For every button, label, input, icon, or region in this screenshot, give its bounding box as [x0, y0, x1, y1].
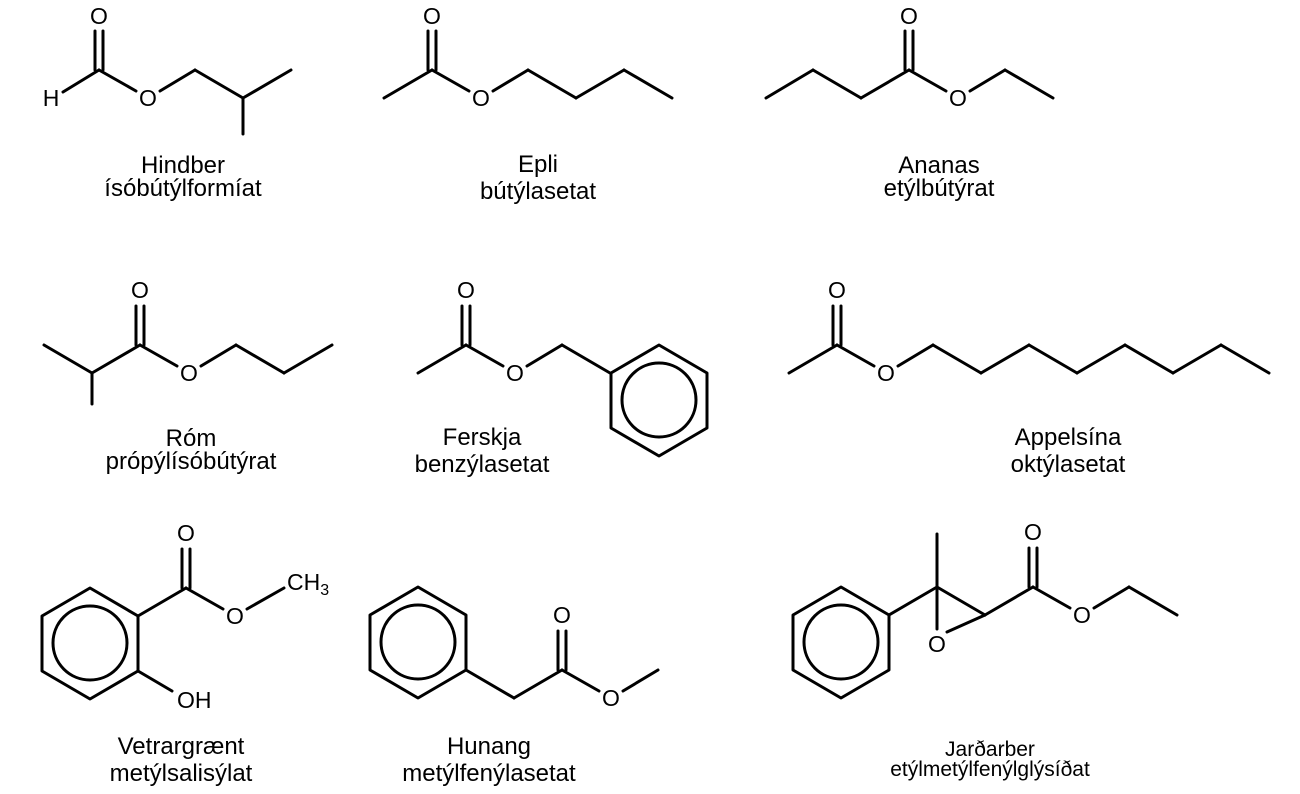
hydroxyl-group-label: OH	[177, 687, 212, 713]
benzene-ring	[609, 343, 709, 458]
molecule-rom: O O Róm própýlísóbútýrat	[42, 277, 334, 475]
oxygen-atom-label: O	[457, 277, 475, 303]
molecule-hindber: O H O Hindber ísóbútýlformíat	[43, 3, 293, 202]
hydrogen-atom-label: H	[43, 85, 60, 111]
compound-name-label: ísóbútýlformíat	[104, 175, 262, 202]
aromatic-ring-circle	[379, 603, 457, 681]
oxygen-atom-label: O	[1024, 519, 1042, 545]
oxygen-atom-label: O	[828, 277, 846, 303]
bonds-rom	[42, 304, 334, 406]
oxygen-atom-label: O	[949, 85, 967, 111]
oxygen-atom-label: O	[180, 360, 198, 386]
compound-name-label: própýlísóbútýrat	[106, 448, 277, 475]
molecule-name-label: Hunang	[447, 733, 531, 760]
oxygen-atom-label: O	[553, 602, 571, 628]
bonds-ferskja	[416, 304, 709, 458]
oxygen-atom-label: O	[928, 631, 946, 657]
oxygen-atom-label: O	[139, 85, 157, 111]
molecule-name-label: Ferskja	[443, 424, 522, 451]
methyl-subscript: 3	[320, 582, 329, 599]
molecule-name-label: Appelsína	[1015, 424, 1122, 451]
aromatic-ring-circle	[51, 604, 129, 682]
compound-name-label: bútýlasetat	[480, 178, 596, 205]
bonds-hindber	[61, 29, 293, 136]
oxygen-atom-label: O	[1073, 602, 1091, 628]
molecule-vetrargraent: O O CH3 OH Vetrargrænt metýlsalisýlat	[40, 520, 329, 787]
compound-name-label: oktýlasetat	[1011, 451, 1126, 478]
compound-name-label: metýlsalisýlat	[110, 760, 253, 787]
oxygen-atom-label: O	[900, 3, 918, 29]
bonds-appelsina	[787, 304, 1271, 375]
molecule-hunang: O O Hunang metýlfenýlasetat	[368, 585, 660, 787]
compound-name-label: metýlfenýlasetat	[402, 760, 576, 787]
compound-name-label: etýlmetýlfenýlglýsíðat	[890, 758, 1090, 781]
molecule-name-label: Ananas	[898, 152, 979, 179]
molecule-ferskja: O O Ferskja benzýlasetat	[415, 277, 709, 478]
molecule-name-label: Hindber	[141, 152, 225, 179]
molecule-name-label: Vetrargrænt	[118, 733, 245, 760]
compound-name-label: benzýlasetat	[415, 451, 550, 478]
oxygen-atom-label: O	[90, 3, 108, 29]
bonds-jardarber	[791, 532, 1179, 700]
oxygen-atom-label: O	[177, 520, 195, 546]
methyl-group-label: CH3	[287, 569, 329, 599]
oxygen-atom-label: O	[877, 360, 895, 386]
bonds-hunang	[368, 585, 660, 700]
oxygen-atom-label: O	[506, 360, 524, 386]
molecule-ananas: O O Ananas etýlbútýrat	[764, 3, 1055, 202]
bonds-vetrargraent	[40, 547, 286, 701]
molecule-appelsina: O O Appelsína oktýlasetat	[787, 277, 1271, 478]
molecule-jardarber: O O O Jarðarber etýlmetýlfenýlglýsíðat	[791, 519, 1179, 781]
aromatic-ring-circle	[620, 361, 698, 439]
bonds-ananas	[764, 29, 1055, 100]
oxygen-atom-label: O	[131, 277, 149, 303]
compound-name-label: etýlbútýrat	[884, 175, 995, 202]
molecule-name-label: Róm	[166, 425, 217, 452]
oxygen-atom-label: O	[472, 85, 490, 111]
oxygen-atom-label: O	[226, 603, 244, 629]
molecule-name-label: Epli	[518, 151, 558, 178]
molecule-name-label: Jarðarber	[945, 738, 1035, 761]
oxygen-atom-label: O	[602, 685, 620, 711]
molecule-epli: O O Epli bútýlasetat	[382, 3, 674, 205]
methyl-carbon-text: CH	[287, 569, 320, 595]
bonds-epli	[382, 29, 674, 100]
oxygen-atom-label: O	[423, 3, 441, 29]
aromatic-ring-circle	[802, 603, 880, 681]
benzene-ring	[368, 585, 468, 700]
